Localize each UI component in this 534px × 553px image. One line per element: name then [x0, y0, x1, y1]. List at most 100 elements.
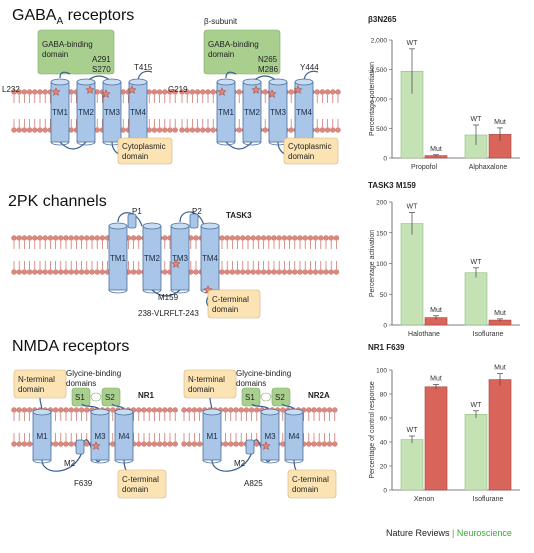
lipid-head	[194, 127, 201, 133]
nmda-left-cterm-domain	[117, 469, 167, 499]
lipid-head	[32, 235, 38, 241]
chart-1-bar-label: Mut	[494, 119, 506, 126]
gaba-right-subunit-label: β-subunit	[204, 17, 238, 26]
lipid-head	[238, 407, 244, 413]
gaba-left-residue-star-2	[101, 89, 111, 98]
lipid-head	[262, 127, 268, 133]
nmda-right-helix-m1-label: M1	[206, 432, 218, 441]
nmda-left-helix-m4-top	[114, 408, 134, 416]
gaba-left-binding-domain-label-line-1: GABA-binding	[42, 40, 93, 49]
lipid-head	[151, 441, 158, 447]
lipid-head	[302, 235, 308, 241]
nmda-right-nterm-label-line-1: N-terminal	[188, 375, 225, 384]
lipid-head	[21, 441, 28, 447]
gaba-left-helix-4-label: TM4	[130, 108, 147, 117]
twopk-section-title: 2PK channels	[8, 193, 107, 210]
chart-2-ytick-label: 50	[380, 292, 388, 299]
chart-2-ylabel: Percentage activation	[369, 230, 376, 297]
nmda-right-residue-star	[261, 441, 271, 450]
gaba-right-helix-4: TM4	[294, 78, 314, 146]
lipid-head	[196, 407, 203, 413]
lipid-head	[42, 89, 48, 95]
lipid-head	[271, 235, 277, 241]
lipid-head	[271, 269, 277, 275]
lipid-head	[89, 235, 95, 241]
lipid-head	[181, 407, 187, 413]
gaba-right-cyto-label-line-2: domain	[288, 152, 314, 161]
nmda-right-helix-m3-bottom	[260, 459, 280, 464]
lipid-head	[196, 441, 203, 447]
gaba-left-binding-domain	[37, 29, 115, 75]
chart-3-ylabel: Percentage of control response	[369, 381, 376, 478]
gaba-right-helix-1-label: TM1	[218, 108, 235, 117]
journal-credit: Nature Reviews | Neuroscience	[386, 528, 512, 538]
lipid-head	[233, 441, 239, 447]
lipid-head	[286, 269, 293, 275]
lipid-head	[136, 441, 142, 447]
lipid-head	[136, 269, 142, 275]
nmda-right-glycine-label-line-2: domains	[236, 379, 266, 388]
lipid-head	[84, 269, 90, 275]
lipid-head	[21, 269, 28, 275]
lipid-head	[330, 89, 336, 95]
lipid-head	[312, 235, 319, 241]
lipid-head	[16, 235, 22, 241]
nmda-left-nterm-label-line-1: N-terminal	[18, 375, 55, 384]
lipid-head	[243, 407, 250, 413]
nmda-left-ligand-site	[90, 392, 102, 402]
gaba-right-residue-label-1: G219	[168, 85, 188, 94]
lipid-head	[146, 407, 152, 413]
task3-pore-label-2: P2	[192, 207, 202, 216]
lipid-head	[63, 441, 69, 447]
nmda-left-residue-star	[91, 441, 101, 450]
lipid-head	[193, 235, 199, 241]
lipid-head	[193, 269, 199, 275]
chart-2-category-label: Isoflurane	[473, 331, 504, 338]
gaba-left-nterm-link	[59, 71, 71, 79]
lipid-head	[99, 269, 106, 275]
gaba-right-helix-3-label: TM3	[270, 108, 287, 117]
lipid-head	[292, 235, 298, 241]
nmda-right-m2-helix	[245, 439, 255, 455]
lipid-head	[37, 235, 43, 241]
lipid-head	[68, 407, 74, 413]
gaba-title-rest: receptors	[63, 7, 135, 24]
lipid-head	[58, 269, 64, 275]
nmda-left-glycine-label-line-1: Glycine-binding	[66, 369, 121, 378]
chart-3-bar	[488, 379, 512, 491]
lipid-head	[37, 127, 43, 133]
nmda-left-helix-m4: M4	[114, 408, 134, 464]
nmda-right-cterm-label-line-2: domain	[292, 485, 318, 494]
nmda-left-cterm-label-line-2: domain	[122, 485, 148, 494]
lipid-head	[172, 441, 178, 447]
gaba-right-residue-label-3: M286	[258, 65, 279, 74]
lipid-head	[110, 407, 116, 413]
lipid-head	[260, 269, 267, 275]
lipid-head	[228, 441, 234, 447]
task3-residue-label: M159	[158, 293, 179, 302]
lipid-head	[26, 235, 33, 241]
lipid-head	[130, 235, 137, 241]
lipid-head	[156, 407, 163, 413]
lipid-head	[276, 235, 282, 241]
lipid-head	[167, 441, 173, 447]
lipid-head	[324, 127, 331, 133]
lipid-head	[222, 407, 229, 413]
lipid-head	[52, 269, 59, 275]
lipid-head	[311, 407, 317, 413]
nmda-left-glycine-label-line-2: domains	[66, 379, 96, 388]
task3-name: TASK3	[226, 211, 252, 220]
gaba-left-helix-2-top	[76, 78, 96, 86]
lipid-head	[281, 269, 288, 275]
gaba-right-cyto-domain	[283, 137, 339, 165]
gaba-left-helix-4-top	[128, 78, 148, 86]
lipid-head	[68, 89, 74, 95]
gaba-right-cyto-label-line-1: Cytoplasmic	[288, 142, 332, 151]
lipid-head	[210, 89, 216, 95]
lipid-head	[73, 407, 80, 413]
gaba-left-cyto-label-line-1: Cytoplasmic	[122, 142, 166, 151]
lipid-head	[248, 407, 255, 413]
chart-3-category-label: Isoflurane	[473, 496, 504, 503]
